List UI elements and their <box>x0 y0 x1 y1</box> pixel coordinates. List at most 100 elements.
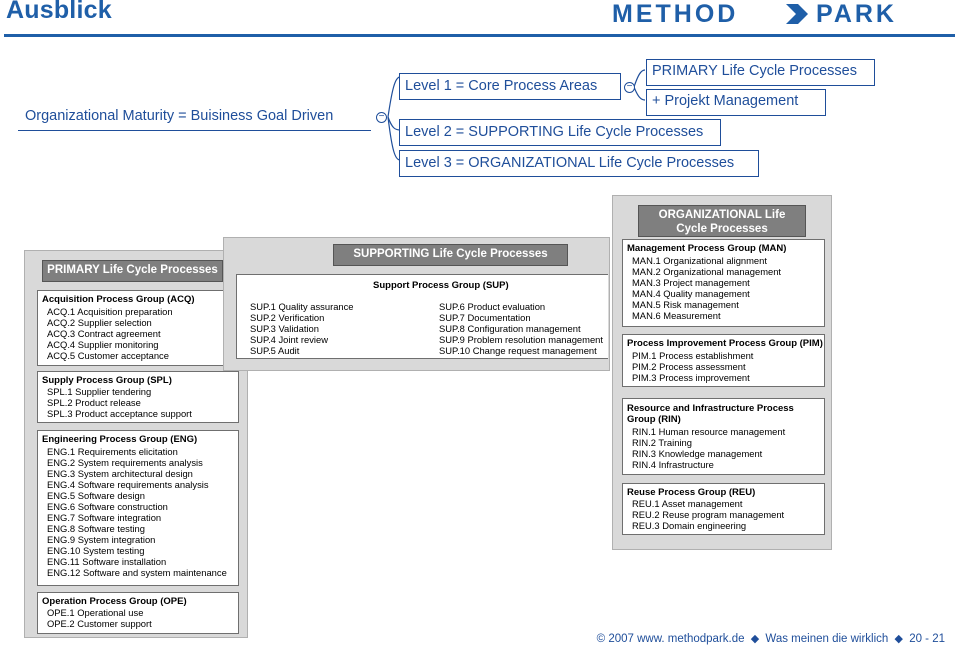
supporting-panel: SUPPORTING Life Cycle Processes Support … <box>223 237 610 371</box>
list-item: SUP.9 Problem resolution management <box>439 334 603 345</box>
list-item: ENG.3 System architectural design <box>47 468 193 479</box>
list-item: ENG.9 System integration <box>47 534 156 545</box>
logo-right-text: PARK <box>816 0 897 28</box>
list-item: ENG.6 Software construction <box>47 501 168 512</box>
man-group-title: Management Process Group (MAN) <box>627 243 787 254</box>
eng-group-title: Engineering Process Group (ENG) <box>42 434 198 445</box>
mindmap-root-label: Organizational Maturity = Buisiness Goal… <box>25 108 334 124</box>
rin-group-title: Resource and Infrastructure Process <box>627 403 794 414</box>
list-item: ENG.12 Software and system maintenance <box>47 567 227 578</box>
list-item: MAN.2 Organizational management <box>632 266 782 277</box>
list-item: SUP.7 Documentation <box>439 312 531 323</box>
sup-group-title: Support Process Group (SUP) <box>373 280 509 291</box>
list-item: ENG.8 Software testing <box>47 523 145 534</box>
list-item: ENG.10 System testing <box>47 545 145 556</box>
list-item: SUP.8 Configuration management <box>439 323 581 334</box>
list-item: OPE.1 Operational use <box>47 607 144 618</box>
pim-group-box: Process Improvement Process Group (PIM) … <box>622 334 825 387</box>
ope-group-title: Operation Process Group (OPE) <box>42 596 187 607</box>
list-item: SPL.2 Product release <box>47 397 141 408</box>
list-item: REU.2 Reuse program management <box>632 509 785 520</box>
list-item: RIN.2 Training <box>632 437 692 448</box>
sup-group-box: Support Process Group (SUP) SUP.1 Qualit… <box>236 274 608 359</box>
organizational-title-line1: ORGANIZATIONAL Life <box>658 209 786 221</box>
list-item: MAN.1 Organizational alignment <box>632 255 767 266</box>
diamond-icon: ◆ <box>894 633 903 645</box>
collapse-toggle-root[interactable]: − <box>376 112 387 123</box>
footer-copyright: © 2007 www. methodpark.de <box>596 633 745 645</box>
list-item: ENG.5 Software design <box>47 490 145 501</box>
list-item: RIN.3 Knowledge management <box>632 448 763 459</box>
list-item: ACQ.4 Supplier monitoring <box>47 339 159 350</box>
list-item: SUP.10 Change request management <box>439 345 597 356</box>
mindmap-projekt-node <box>646 89 826 116</box>
mindmap-primary-node <box>646 59 875 86</box>
footer: © 2007 www. methodpark.de ◆ Was meinen d… <box>597 632 945 645</box>
mindmap-level1-label: Level 1 = Core Process Areas <box>405 78 598 94</box>
spl-group-title: Supply Process Group (SPL) <box>42 375 172 386</box>
mindmap-level2-node <box>399 119 721 146</box>
list-item: SUP.2 Verification <box>250 312 325 323</box>
logo-left-text: METHOD <box>612 0 738 28</box>
diamond-icon: ◆ <box>750 633 760 645</box>
list-item: SUP.5 Audit <box>250 345 300 356</box>
reu-group-title: Reuse Process Group (REU) <box>627 487 756 498</box>
mindmap-level3-label: Level 3 = ORGANIZATIONAL Life Cycle Proc… <box>405 155 735 171</box>
list-item: ENG.7 Software integration <box>47 512 162 523</box>
list-item: SUP.3 Validation <box>250 323 319 334</box>
reu-group-box: Reuse Process Group (REU) REU.1 Asset ma… <box>622 483 825 535</box>
list-item: ACQ.3 Contract agreement <box>47 328 161 339</box>
list-item: SPL.3 Product acceptance support <box>47 408 192 419</box>
ope-group-box: Operation Process Group (OPE) OPE.1 Oper… <box>37 592 239 634</box>
list-item: RIN.4 Infrastructure <box>632 459 714 470</box>
man-group-box: Management Process Group (MAN) MAN.1 Org… <box>622 239 825 327</box>
mindmap-primary-label: PRIMARY Life Cycle Processes <box>652 63 857 79</box>
mindmap-level3-node <box>399 150 759 177</box>
list-item: ACQ.2 Supplier selection <box>47 317 152 328</box>
mindmap-level2-label: Level 2 = SUPPORTING Life Cycle Processe… <box>405 124 704 140</box>
list-item: REU.3 Domain engineering <box>632 520 747 531</box>
list-item: MAN.5 Risk management <box>632 299 739 310</box>
mindmap-level1-node <box>399 73 621 100</box>
logo-chevron-icon <box>786 4 808 24</box>
list-item: SUP.4 Joint review <box>250 334 328 345</box>
organizational-title-line2: Cycle Processes <box>676 223 768 235</box>
list-item: MAN.4 Quality management <box>632 288 750 299</box>
list-item: SUP.1 Quality assurance <box>250 301 354 312</box>
methodpark-logo: METHOD PARK <box>612 0 897 28</box>
list-item: OPE.2 Customer support <box>47 618 152 629</box>
acq-group-box: Acquisition Process Group (ACQ) ACQ.1 Ac… <box>37 290 239 366</box>
list-item: MAN.6 Measurement <box>632 310 721 321</box>
page-title: Ausblick <box>6 0 112 24</box>
list-item: SPL.1 Supplier tendering <box>47 386 152 397</box>
footer-text: Was meinen die wirklich <box>765 633 889 645</box>
list-item: MAN.3 Project management <box>632 277 750 288</box>
list-item: PIM.2 Process assessment <box>632 361 746 372</box>
list-item: REU.1 Asset management <box>632 498 743 509</box>
list-item: ACQ.1 Acquisition preparation <box>47 306 173 317</box>
list-item: ENG.2 System requirements analysis <box>47 457 203 468</box>
organizational-panel: ORGANIZATIONAL Life Cycle Processes Mana… <box>612 195 832 550</box>
acq-group-title: Acquisition Process Group (ACQ) <box>42 294 195 305</box>
mindmap-connectors <box>387 69 646 161</box>
organizational-panel-header: ORGANIZATIONAL Life Cycle Processes <box>638 205 806 237</box>
primary-panel-header: PRIMARY Life Cycle Processes <box>42 260 223 282</box>
spl-group-box: Supply Process Group (SPL) SPL.1 Supplie… <box>37 371 239 423</box>
list-item: ENG.1 Requirements elicitation <box>47 446 178 457</box>
list-item: RIN.1 Human resource management <box>632 426 786 437</box>
list-item: ENG.4 Software requirements analysis <box>47 479 209 490</box>
supporting-panel-header: SUPPORTING Life Cycle Processes <box>333 244 568 266</box>
rin-group-box: Resource and Infrastructure Process Grou… <box>622 398 825 475</box>
list-item: PIM.1 Process establishment <box>632 350 754 361</box>
mindmap-root-node <box>18 104 371 131</box>
primary-panel: PRIMARY Life Cycle Processes Acquisition… <box>24 250 248 638</box>
list-item: ACQ.5 Customer acceptance <box>47 350 169 361</box>
title-rule <box>4 34 955 37</box>
mindmap-projekt-label: + Projekt Management <box>652 93 799 109</box>
footer-page-number: 20 - 21 <box>909 633 945 645</box>
list-item: SUP.6 Product evaluation <box>439 301 546 312</box>
list-item: PIM.3 Process improvement <box>632 372 750 383</box>
rin-group-title-line2: Group (RIN) <box>627 414 681 425</box>
collapse-toggle-level1[interactable]: − <box>624 82 635 93</box>
list-item: ENG.11 Software installation <box>47 556 167 567</box>
